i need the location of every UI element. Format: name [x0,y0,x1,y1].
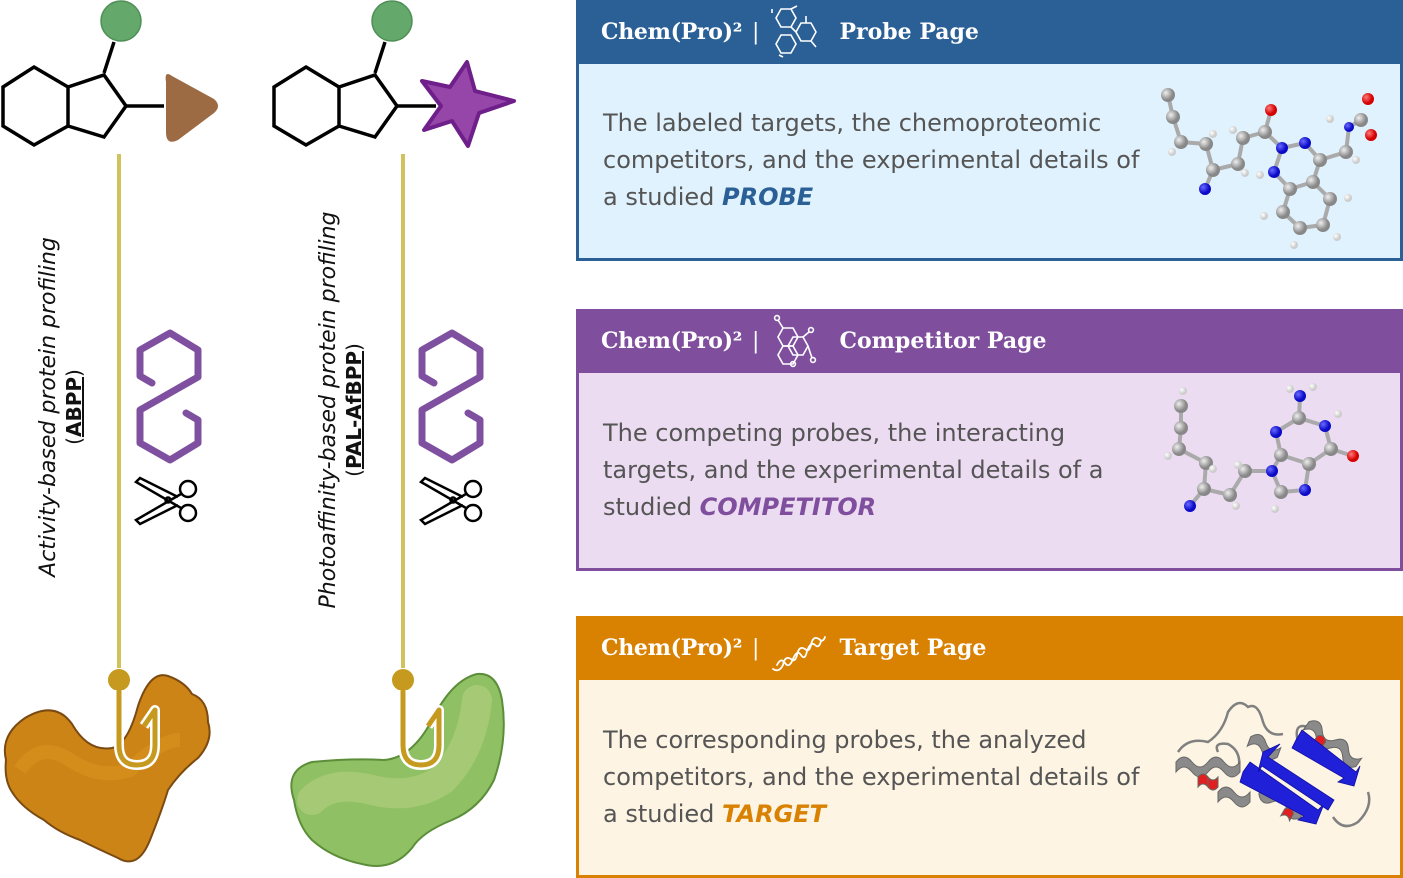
scissors-icon [418,476,483,526]
cleavable-linker-icon [136,329,202,464]
indane-scaffold-icon [1,64,164,148]
abpp-column: Activity-based protein profiling (ABPP) [0,0,260,878]
competitor-molecule-3d [1164,383,1359,513]
brand-name: Chem(Pro)² [601,19,743,45]
probe-page-panel: Chem(Pro)² | Probe Page The labeled targ… [576,0,1403,261]
hook-icon [392,669,444,770]
pal-afbpp-column: Photoaffinity-based protein profiling (P… [272,0,532,878]
molecule-structure-icon [774,314,817,368]
probe-page-header: Chem(Pro)² | Probe Page [576,0,1403,64]
polycyclic-molecule-icon [771,5,818,58]
brand-name: Chem(Pro)² [601,328,743,354]
panel-title: Probe Page [839,19,979,45]
target-page-description: The corresponding probes, the analyzed c… [603,726,1140,828]
pal-afbpp-abbr: PAL-AfBPP [342,350,366,470]
probe-page-description: The labeled targets, the chemoproteomic … [603,109,1140,211]
cleavable-linker-icon [418,329,484,464]
abpp-label-line2: (ABPP) [62,369,86,445]
indane-scaffold-icon [272,64,436,148]
hook-icon [108,669,160,770]
abpp-abbr: ABPP [62,376,86,438]
pal-afbpp-label: Photoaffinity-based protein profiling (P… [316,165,366,655]
brand-name: Chem(Pro)² [601,635,743,661]
target-page-header: Chem(Pro)² | Target Page [576,616,1403,680]
target-page-body: The corresponding probes, the analyzed c… [576,680,1403,878]
competitor-page-panel: Chem(Pro)² | Competitor Page The competi… [576,309,1403,571]
pal-afbpp-label-line1: Photoaffinity-based protein profiling [316,211,341,609]
pal-afbpp-schematic [272,0,516,867]
abpp-label-line1: Activity-based protein profiling [36,237,61,577]
triangle-warhead-icon [165,74,218,142]
star-photoreactive-icon [420,60,516,148]
green-protein-icon [290,672,505,867]
panel-title: Target Page [839,635,987,661]
target-emphasis: TARGET [722,800,827,828]
abpp-label: Activity-based protein profiling (ABPP) [36,202,86,612]
pal-afbpp-label-line2: (PAL-AfBPP) [342,343,366,477]
scissors-icon [133,476,198,526]
competitor-emphasis: COMPETITOR [699,493,877,521]
abpp-schematic [1,0,218,863]
competitor-page-description: The competing probes, the interacting ta… [603,419,1104,521]
competitor-page-header: Chem(Pro)² | Competitor Page [576,309,1403,373]
probe-molecule-3d [1161,88,1377,249]
recognition-ball-icon [371,0,413,42]
competitor-page-body: The competing probes, the interacting ta… [576,373,1403,571]
probe-emphasis: PROBE [722,183,814,211]
panel-title: Competitor Page [839,328,1047,354]
target-page-panel: Chem(Pro)² | Target Page The correspondi… [576,616,1403,878]
recognition-ball-icon [100,0,142,42]
target-protein-cartoon [1175,701,1371,828]
protein-helix-icon [772,636,827,672]
probe-page-body: The labeled targets, the chemoproteomic … [576,64,1403,261]
